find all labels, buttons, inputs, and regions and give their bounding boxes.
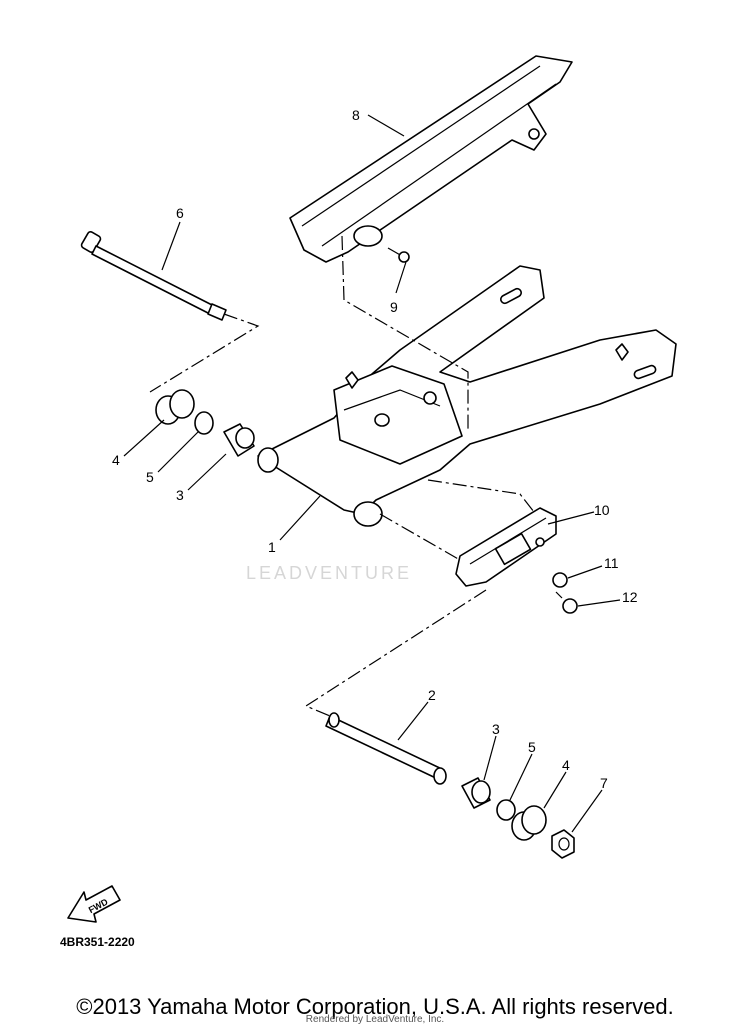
- callout-3-lower: 3: [492, 721, 500, 737]
- thrust-cover-part-lower[interactable]: [511, 805, 547, 841]
- screw-part[interactable]: [387, 247, 410, 263]
- callout-7: 7: [600, 775, 608, 791]
- chain-case-part[interactable]: [289, 55, 573, 263]
- bearing-part[interactable]: [223, 423, 255, 457]
- callout-2: 2: [428, 687, 436, 703]
- watermark: LEADVENTURE: [246, 563, 413, 583]
- leader-lines: [123, 114, 621, 833]
- callout-5-lower: 5: [528, 739, 536, 755]
- callout-11: 11: [604, 555, 619, 571]
- nut-part[interactable]: [552, 572, 568, 588]
- callout-1: 1: [268, 539, 276, 555]
- axle-part[interactable]: [325, 712, 447, 785]
- bearing-part-lower[interactable]: [461, 777, 491, 809]
- callout-9: 9: [390, 299, 398, 315]
- rendered-by-notice: Rendered by LeadVenture, Inc.: [305, 1014, 445, 1025]
- callout-8: 8: [352, 107, 360, 123]
- thrust-cover-part[interactable]: [155, 389, 195, 425]
- callout-12: 12: [622, 589, 638, 605]
- phantom-lines: [149, 235, 535, 717]
- bolt-part[interactable]: [555, 591, 578, 614]
- callout-6: 6: [176, 205, 184, 221]
- callout-3: 3: [176, 487, 184, 503]
- swingarm-part[interactable]: [257, 265, 677, 527]
- part-code: 4BR351-2220: [60, 935, 135, 949]
- pivot-shaft-part[interactable]: [80, 231, 227, 321]
- callout-4-lower: 4: [562, 757, 570, 773]
- spacer-part[interactable]: [194, 411, 214, 435]
- spacer-part-lower[interactable]: [496, 799, 516, 821]
- callout-5: 5: [146, 469, 154, 485]
- callout-10: 10: [594, 502, 610, 518]
- copyright-notice: ©2013 Yamaha Motor Corporation, U.S.A. A…: [76, 994, 674, 1019]
- nut-part-lower[interactable]: [551, 829, 575, 859]
- fwd-arrow-icon: FWD: [67, 885, 121, 923]
- callout-4: 4: [112, 452, 120, 468]
- chain-support-part[interactable]: [455, 507, 557, 587]
